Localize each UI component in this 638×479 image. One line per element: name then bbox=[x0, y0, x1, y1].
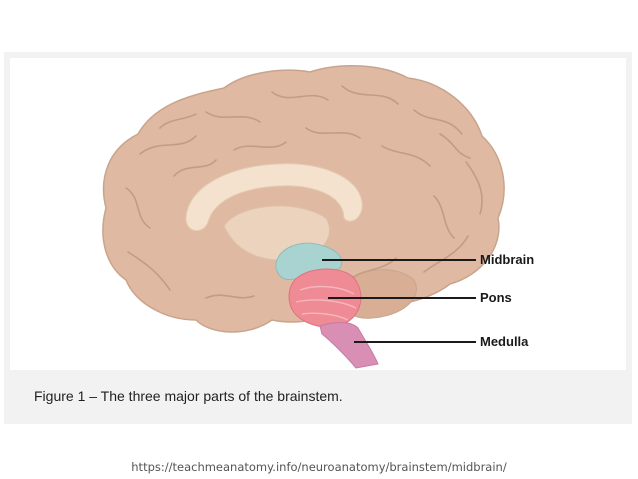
medulla-shape bbox=[319, 322, 379, 369]
cerebrum-shape bbox=[102, 65, 505, 333]
brain-diagram-svg: Midbrain Pons Medulla bbox=[102, 65, 534, 369]
midbrain-label: Midbrain bbox=[480, 252, 534, 267]
figure-caption: Figure 1 – The three major parts of the … bbox=[34, 388, 343, 404]
source-url: https://teachmeanatomy.info/neuroanatomy… bbox=[131, 460, 507, 474]
figure-card: Midbrain Pons Medulla Figure 1 – The thr… bbox=[4, 52, 632, 424]
pons-label: Pons bbox=[480, 290, 512, 305]
brainstem-illustration: Midbrain Pons Medulla bbox=[10, 58, 626, 370]
corpus-callosum-shape bbox=[185, 163, 363, 231]
pons-texture bbox=[295, 285, 357, 321]
medulla-label: Medulla bbox=[480, 334, 529, 349]
